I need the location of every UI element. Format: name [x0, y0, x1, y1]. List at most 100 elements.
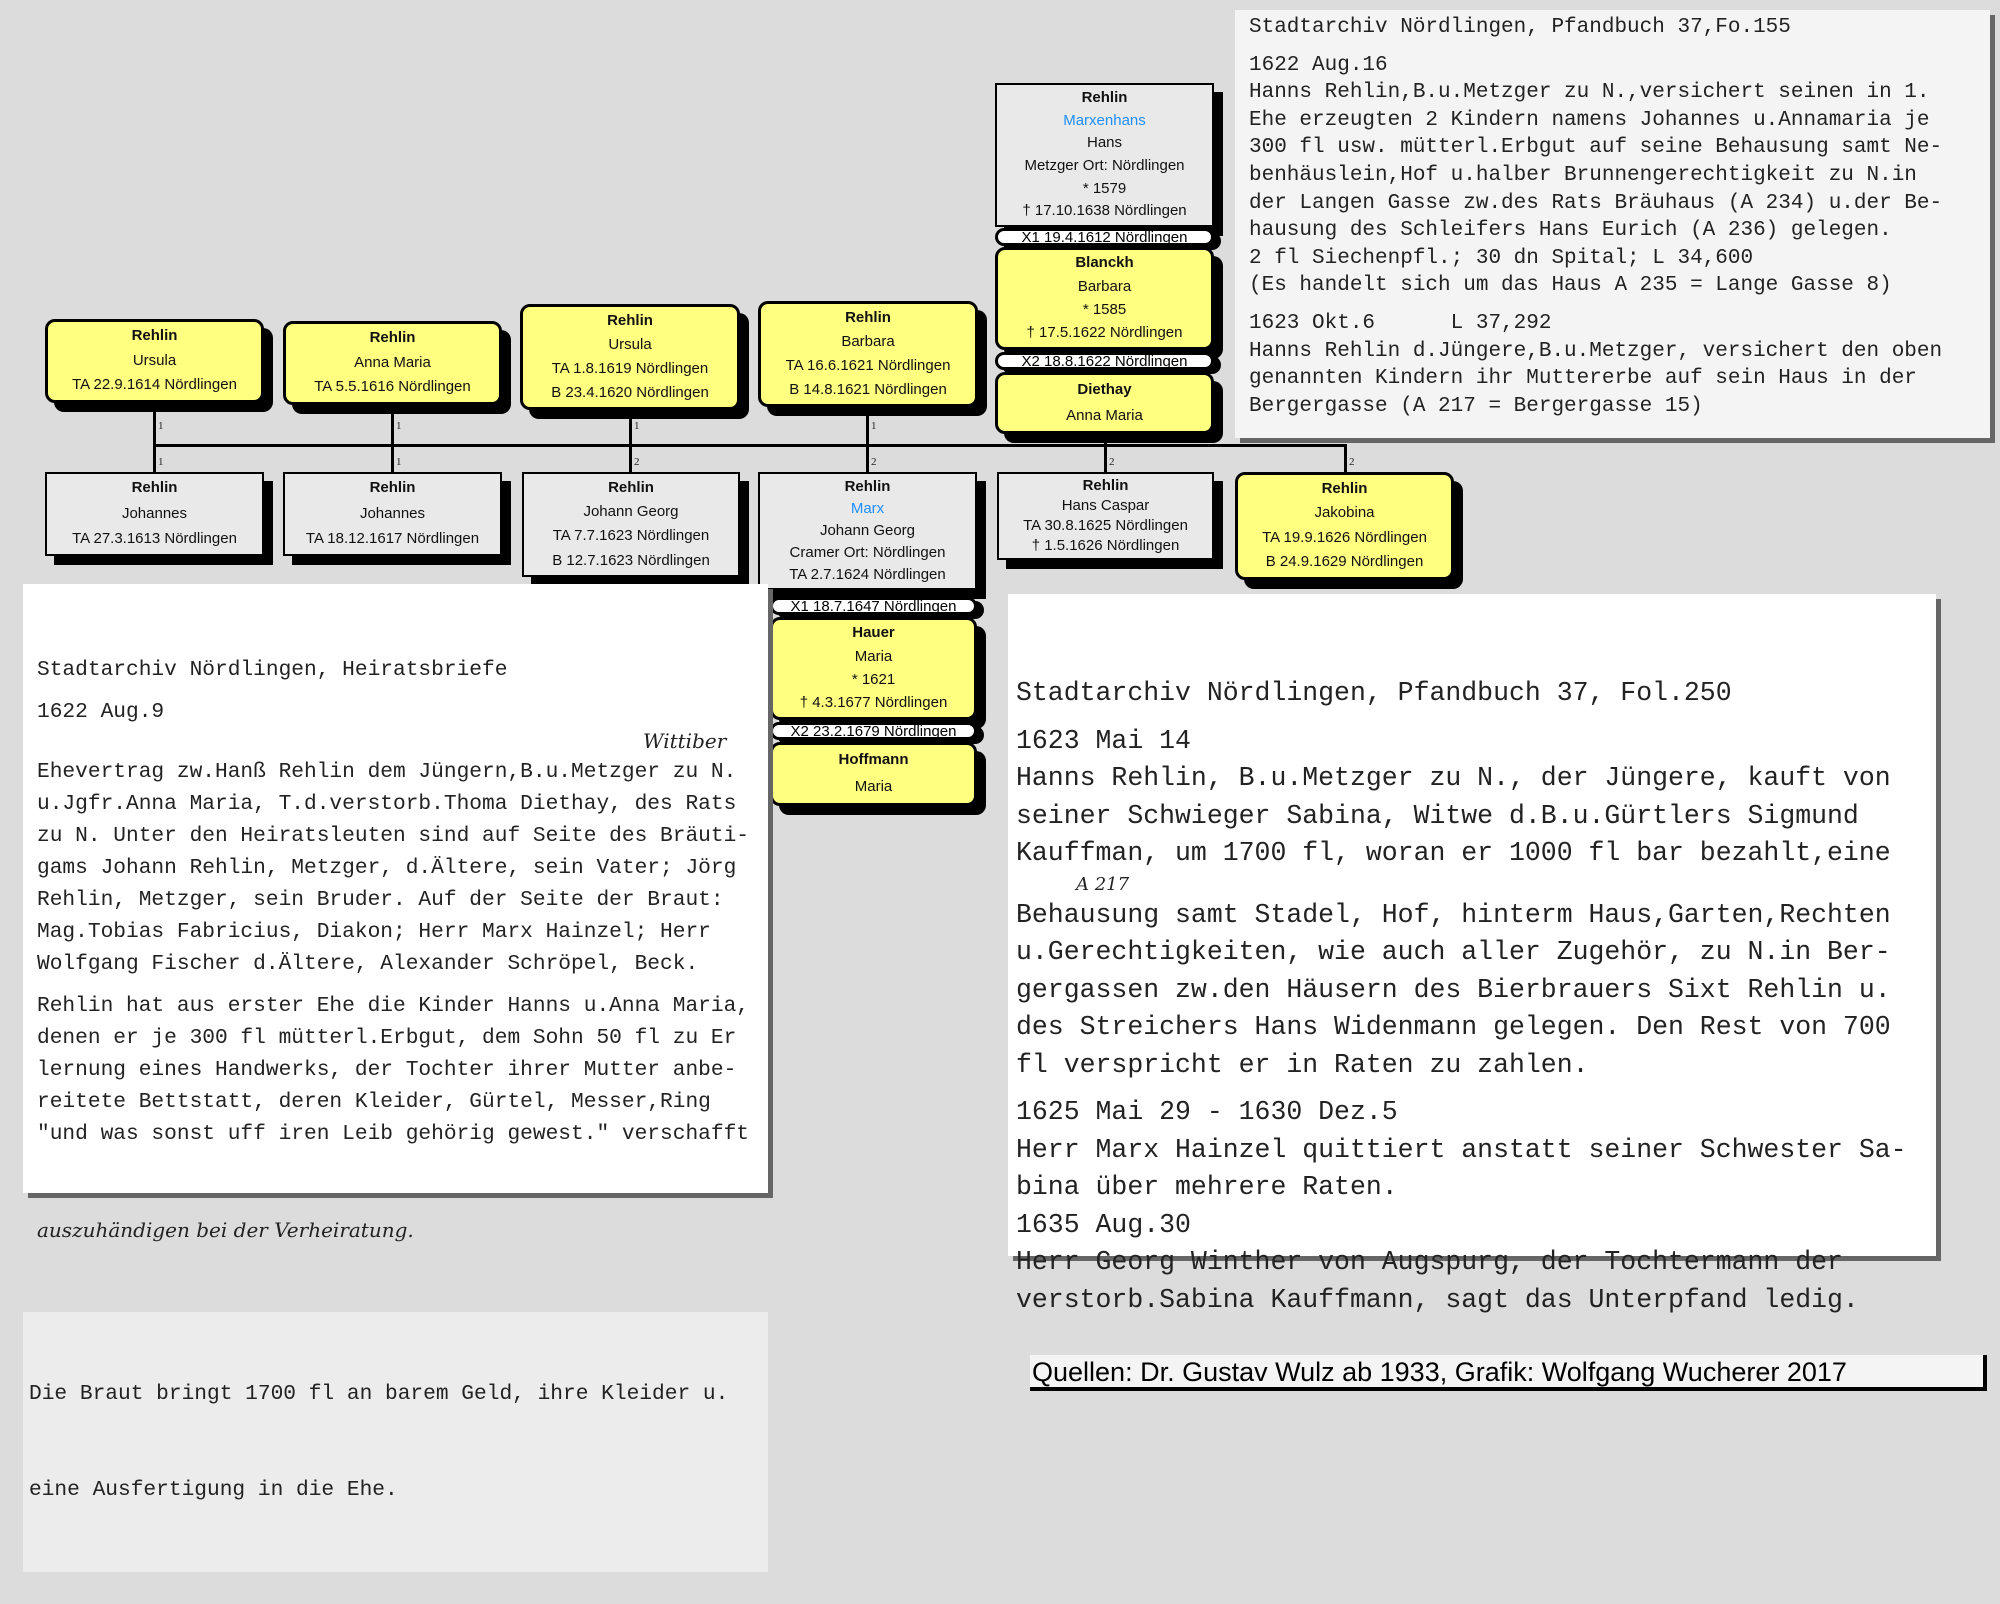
surname: Rehlin [844, 477, 891, 495]
person-detail: TA 1.8.1619 Nördlingen [551, 359, 709, 377]
person-detail: Cramer Ort: Nördlingen [789, 543, 946, 561]
surname: Rehlin [369, 479, 416, 497]
surname: Rehlin [845, 308, 891, 326]
document-line: des Streichers Hans Widenmann gelegen. D… [1016, 1012, 1891, 1042]
person-detail: Hans [1086, 134, 1123, 152]
person-detail: Anna Maria [354, 353, 431, 371]
document-line: Herr Georg Winther von Augspurg, der Toc… [1016, 1247, 1843, 1277]
document-line: zu N. Unter den Heiratsleuten sind auf S… [37, 824, 750, 848]
document-line: u.Jgfr.Anna Maria, T.d.verstorb.Thoma Di… [37, 792, 737, 816]
connector-line [1104, 434, 1107, 472]
person-detail: B 12.7.1623 Nördlingen [552, 551, 710, 569]
spacer [1249, 42, 1976, 52]
person-detail: Metzger Ort: Nördlingen [1024, 156, 1185, 174]
person-detail: Johannes [359, 504, 426, 522]
person-detail: TA 2.7.1624 Nördlingen [789, 565, 946, 583]
person-detail: Barbara [1077, 277, 1132, 295]
document-line: Ehevertrag zw.Hanß Rehlin dem Jüngern,B.… [37, 760, 737, 784]
spacer [37, 686, 754, 696]
document-line: Hanns Rehlin d.Jüngere,B.u.Metzger, vers… [1249, 339, 1943, 363]
surname: Rehlin [607, 311, 653, 329]
source-caption: Quellen: Dr. Gustav Wulz ab 1933, Grafik… [1030, 1355, 1987, 1391]
surname: Hoffmann [838, 751, 909, 769]
marriage-number: 2 [871, 456, 877, 468]
handwritten-note: A 217 [1076, 873, 1130, 895]
connector-line [629, 410, 632, 472]
connector-line [153, 403, 156, 472]
marriage-date: X1 19.4.1612 Nördlingen [995, 228, 1214, 246]
person-detail: Maria [854, 647, 893, 665]
marriage-number: 2 [1109, 456, 1115, 468]
surname: Blanckh [1075, 254, 1134, 272]
person-detail: Maria [854, 778, 893, 796]
marriage-number: 1 [158, 456, 164, 468]
person-detail: Anna Maria [1066, 406, 1143, 424]
person-detail: Barbara [841, 332, 895, 350]
spacer: Wittiber [37, 728, 754, 756]
person-detail: * 1585 [1082, 300, 1127, 318]
archive-excerpt-pfandbuch-fol250: Stadtarchiv Nördlingen, Pfandbuch 37, Fo… [1008, 594, 1936, 1315]
document-heading: Stadtarchiv Nördlingen, Pfandbuch 37,Fo.… [1249, 16, 1791, 39]
nickname: Marxenhans [1063, 111, 1146, 129]
person-detail: TA 7.7.1623 Nördlingen [552, 527, 710, 545]
document-line: 1622 Aug.9 [37, 700, 165, 724]
person-detail: Johann Georg [583, 503, 679, 520]
document-line: Behausung samt Stadel, Hof, hinterm Haus… [1016, 899, 1891, 930]
surname: Hauer [852, 624, 895, 642]
document-heading: Stadtarchiv Nördlingen, Heiratsbriefe [37, 658, 508, 682]
document-line: 1635 Aug.30 [1016, 1209, 1191, 1240]
connector-line [866, 407, 869, 472]
document-line: lernung eines Handwerks, der Tochter ihr… [37, 1058, 737, 1082]
document-line: verstorb.Sabina Kauffmann, sagt das Unte… [1016, 1284, 1859, 1315]
nickname: Marx [850, 499, 885, 517]
document-line: Rehlin hat aus erster Ehe die Kinder Han… [37, 994, 750, 1018]
surname: Diethay [1077, 380, 1132, 398]
document-line: gams Johann Rehlin, Metzger, d.Ältere, s… [37, 856, 737, 880]
person-detail: B 14.8.1621 Nördlingen [789, 380, 947, 398]
person-detail: Jakobina [1314, 504, 1375, 522]
document-line: reitete Bettstatt, deren Kleider, Gürtel… [37, 1090, 711, 1114]
handwritten-note: auszuhändigen bei der Verheiratung. [37, 1218, 414, 1242]
document-line: denen er je 300 fl mütterl.Erbgut, dem S… [37, 1026, 737, 1050]
document-line: (Es handelt sich um das Haus A 235 = Lan… [1249, 274, 1892, 298]
document-line: 1623 Mai 14 [1016, 725, 1191, 756]
document-line: Kauffman, um 1700 fl, woran er 1000 fl b… [1016, 838, 1891, 868]
person-detail: Johann Georg [819, 521, 916, 539]
document-line: "und was sonst uff iren Leib gehörig gew… [37, 1122, 750, 1146]
document-line: 1623 Okt.6 L 37,292 [1249, 311, 1552, 335]
document-line: 1625 Mai 29 - 1630 Dez.5 [1016, 1097, 1398, 1127]
surname: Rehlin [131, 479, 178, 497]
document-line: fl verspricht er in Raten zu zahlen. [1016, 1049, 1589, 1080]
marriage-date: X1 18.7.1647 Nördlingen [770, 597, 977, 615]
person-detail: Ursula [608, 335, 652, 353]
person-detail: TA 19.9.1626 Nördlingen [1262, 528, 1427, 546]
document-heading: Stadtarchiv Nördlingen, Pfandbuch 37, Fo… [1016, 678, 1732, 708]
marriage-number: 2 [1349, 456, 1355, 468]
document-line: Ehe erzeugten 2 Kindern namens Johannes … [1249, 108, 1930, 132]
document-line: 2 fl Siechenpfl.; 30 dn Spital; L 34,600 [1249, 246, 1754, 270]
document-line: genannten Kindern ihr Muttererbe auf sei… [1249, 367, 1917, 391]
person-detail: TA 30.8.1625 Nördlingen [1023, 516, 1188, 534]
person-detail: † 17.5.1622 Nördlingen [1026, 324, 1183, 341]
document-line: der Langen Gasse zw.des Rats Bräuhaus (A… [1249, 191, 1943, 215]
document-line: bina über mehrere Raten. [1016, 1172, 1398, 1202]
spacer [1016, 713, 1928, 723]
document-line: Hanns Rehlin, B.u.Metzger zu N., der Jün… [1016, 763, 1891, 793]
document-line: gergassen zw.den Häusern des Bierbrauers… [1016, 974, 1891, 1005]
surname: Rehlin [1082, 476, 1129, 494]
